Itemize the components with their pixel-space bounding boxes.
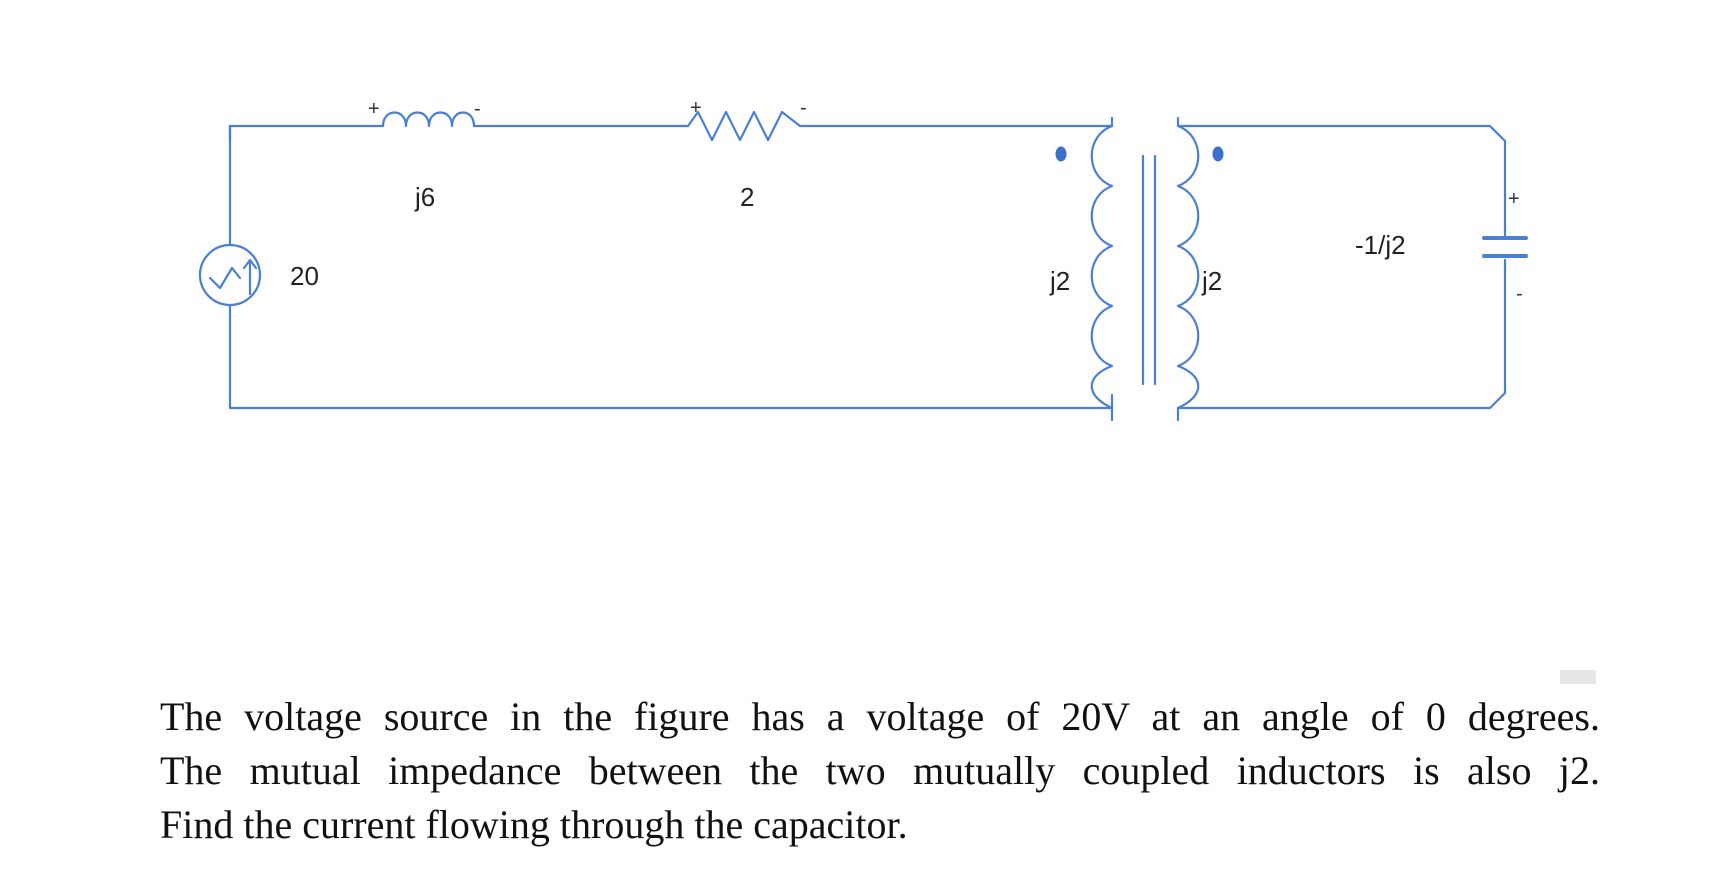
secondary-coil <box>1176 124 1200 410</box>
problem-statement: The voltage source in the figure has a v… <box>160 690 1600 852</box>
resistor-label: 2 <box>740 182 754 212</box>
inductor-minus-sign: - <box>474 98 481 120</box>
faint-mark <box>1560 670 1596 684</box>
capacitor-label: -1/j2 <box>1355 230 1406 260</box>
secondary-polarity-dot <box>1212 146 1224 162</box>
primary-coil <box>1090 124 1114 410</box>
source-label: 20 <box>290 261 319 291</box>
inductor-label: j6 <box>414 182 435 212</box>
primary-coil-label: j2 <box>1049 266 1070 296</box>
capacitor-plus-sign: + <box>1508 188 1520 210</box>
wire-top-left <box>228 124 385 142</box>
resistor-2 <box>686 110 802 142</box>
problem-line-1: The voltage source in the figure has a v… <box>160 694 1600 739</box>
capacitor <box>1482 236 1528 258</box>
capacitor-minus-sign: - <box>1516 283 1523 305</box>
voltage-source <box>198 243 262 307</box>
transformer-core <box>1141 154 1157 386</box>
resistor-minus-sign: - <box>800 97 807 119</box>
wire-left-lower <box>228 303 1114 422</box>
primary-polarity-dot <box>1055 146 1067 162</box>
wire-top-right <box>798 116 1114 128</box>
wire-right-bottom <box>1176 258 1507 422</box>
secondary-coil-label: j2 <box>1201 266 1222 296</box>
wire-right-top <box>1176 116 1507 238</box>
problem-line-2: The mutual impedance between the two mut… <box>160 748 1600 793</box>
inductor-j6 <box>381 111 476 128</box>
inductor-plus-sign: + <box>368 98 380 120</box>
resistor-plus-sign: + <box>690 97 702 119</box>
problem-line-3: Find the current flowing through the cap… <box>160 802 908 847</box>
